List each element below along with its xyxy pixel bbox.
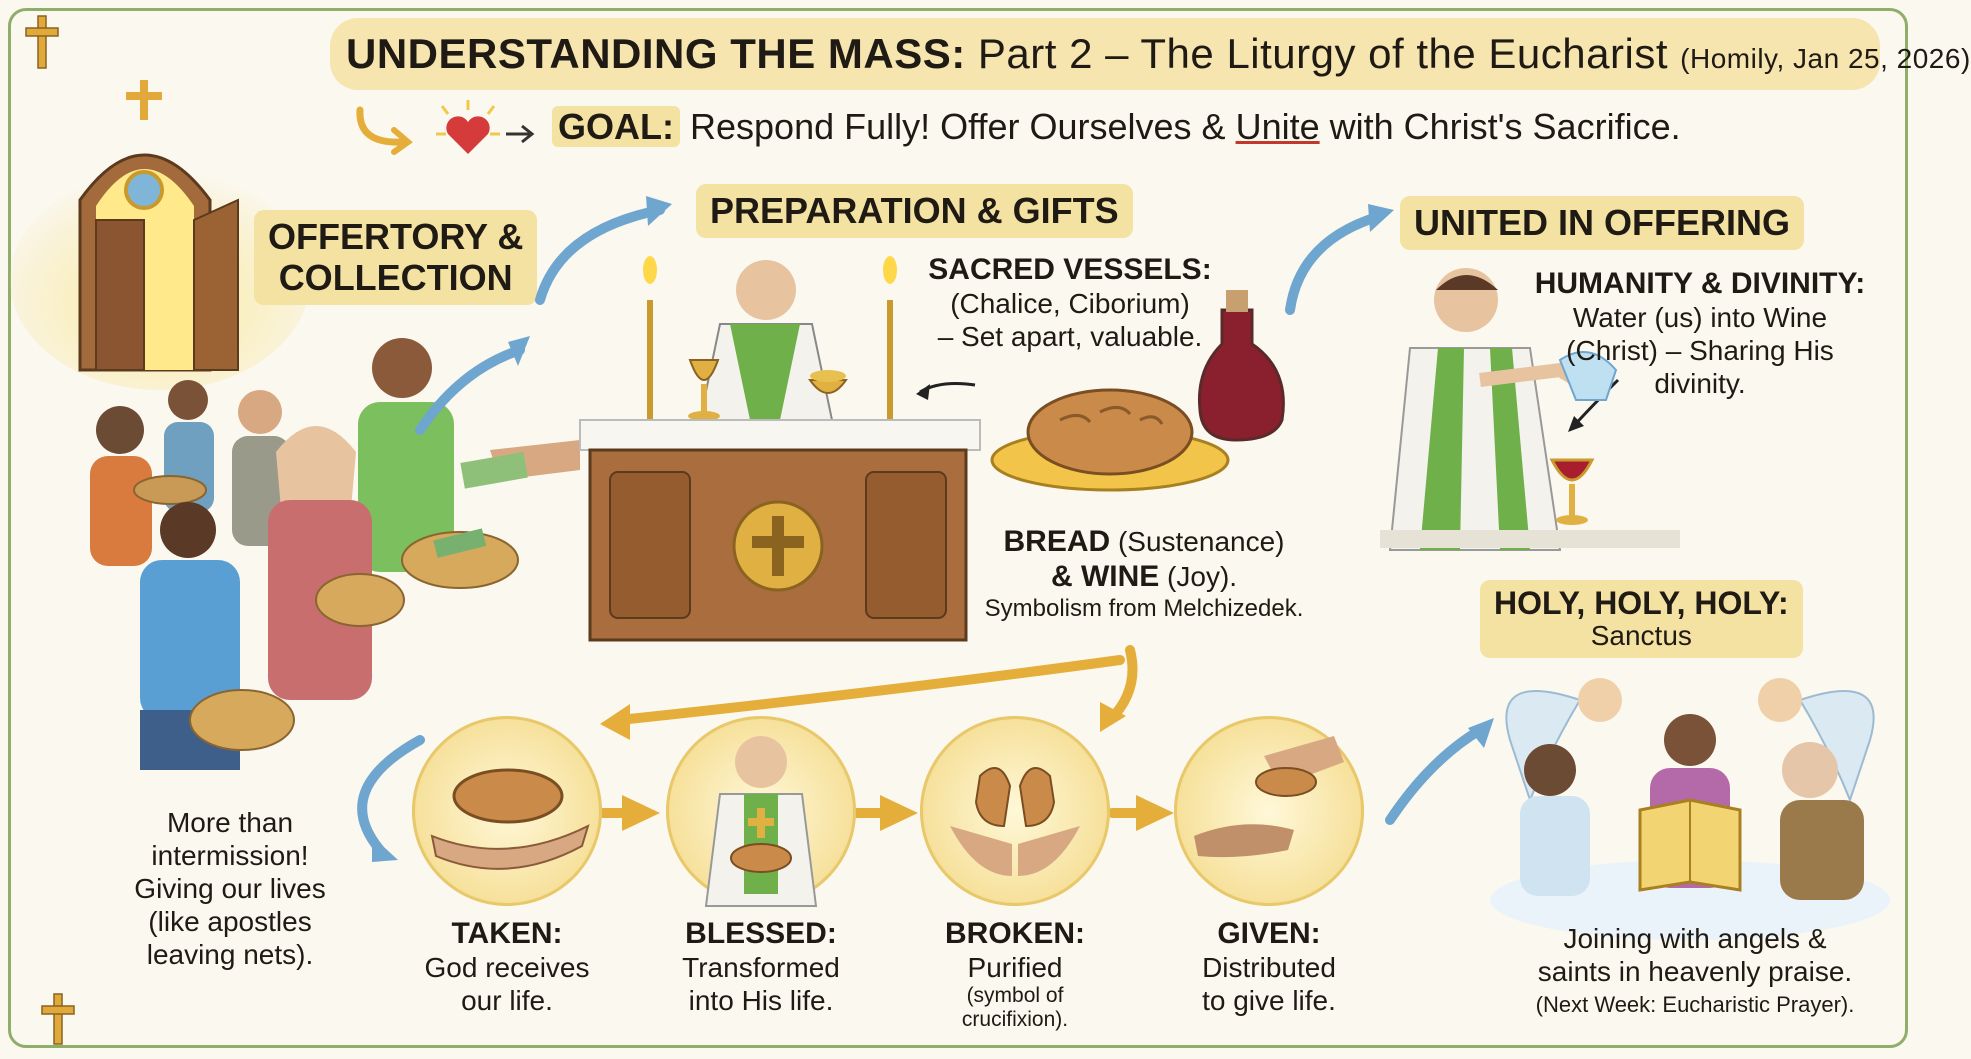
sanctus-title-text: HOLY, HOLY, HOLY: <box>1494 585 1789 621</box>
step-broken-text: BROKEN: Purified (symbol of crucifixion)… <box>912 916 1118 1031</box>
united-title: UNITED IN OFFERING <box>1400 196 1804 250</box>
united-line: Water (us) into Wine <box>1572 302 1828 334</box>
vine-border <box>8 8 1908 1048</box>
arrow-blue <box>1385 725 1485 825</box>
sanctus-line: Joining with angels & <box>1563 923 1827 954</box>
offertory-note-line: (like apostles <box>148 906 312 938</box>
arrow-blue <box>357 735 425 855</box>
flow-arrows <box>357 196 1620 862</box>
sanctus-subtitle: Sanctus <box>1590 620 1692 652</box>
vessels-note: SACRED VESSELS: (Chalice, Ciborium) – Se… <box>920 252 1220 353</box>
cross-icon <box>41 993 75 1045</box>
priest-blessing-icon <box>704 736 818 907</box>
title-main: UNDERSTANDING THE MASS: <box>346 30 966 77</box>
hands-bread-icon <box>430 768 590 870</box>
offertory-note-line: intermission! <box>151 840 309 872</box>
united-note: HUMANITY & DIVINITY: Water (us) into Win… <box>1510 266 1890 400</box>
step-line: God receives <box>424 952 590 984</box>
vessels-line: – Set apart, valuable. <box>937 321 1203 353</box>
united-line: divinity. <box>1654 368 1746 400</box>
step-head: GIVEN: <box>1217 917 1321 950</box>
bread-icon <box>1026 388 1194 476</box>
title-banner <box>330 18 1880 90</box>
arrow-gold <box>880 795 918 831</box>
step-given-text: GIVEN: Distributed to give life. <box>1166 916 1372 1017</box>
vessels-line: (Chalice, Ciborium) <box>950 288 1190 320</box>
wine-head: & WINE <box>1050 560 1160 594</box>
giving-hands-icon <box>1194 736 1344 858</box>
preparation-title-text: PREPARATION & GIFTS <box>710 190 1119 231</box>
offertory-note-line: Giving our lives <box>134 873 326 905</box>
altar-icon <box>579 256 981 642</box>
chalice-icon <box>688 359 720 381</box>
step-small-line: crucifixion). <box>961 1007 1069 1031</box>
goal-statement: GOAL: Respond Fully! Offer Ourselves & U… <box>552 106 1681 148</box>
bread-rest: (Sustenance) <box>1110 526 1285 557</box>
chalice-icon <box>1549 458 1595 482</box>
priest-pouring-illustration <box>1380 268 1680 551</box>
united-head: HUMANITY & DIVINITY: <box>1534 267 1866 300</box>
step-small-line: (symbol of <box>966 984 1064 1008</box>
step-blessed-circle <box>666 716 856 907</box>
page-title: UNDERSTANDING THE MASS: Part 2 – The Lit… <box>346 30 1971 78</box>
step-taken-text: TAKEN: God receives our life. <box>404 916 610 1017</box>
bread-head: BREAD <box>1003 525 1111 558</box>
goal-text-end: with Christ's Sacrifice. <box>1329 106 1681 147</box>
breaking-bread-icon <box>950 767 1080 876</box>
step-line: Transformed <box>682 952 840 984</box>
symbolism-line: Symbolism from Melchizedek. <box>984 594 1304 622</box>
sanctus-title: HOLY, HOLY, HOLY: Sanctus <box>1480 580 1803 658</box>
step-line: into His life. <box>688 985 834 1017</box>
goal-arrow-heart-icon <box>356 100 535 155</box>
step-broken-circle <box>920 716 1110 906</box>
step-line: Distributed <box>1202 952 1336 984</box>
step-head: BROKEN: <box>945 917 1085 950</box>
step-given-circle <box>1174 716 1364 906</box>
step-head: BLESSED: <box>685 917 837 950</box>
united-title-text: UNITED IN OFFERING <box>1414 202 1790 243</box>
wine-rest: (Joy). <box>1159 561 1238 593</box>
arrow-blue <box>1285 211 1385 315</box>
step-blessed-text: BLESSED: Transformed into His life. <box>658 916 864 1017</box>
offertory-note-line: More than <box>166 807 294 838</box>
goal-underlined: Unite <box>1235 106 1320 147</box>
sanctus-note: Joining with angels & saints in heavenly… <box>1500 922 1890 1018</box>
title-part: Part 2 – The Liturgy of the Eucharist <box>977 30 1668 77</box>
vessels-head: SACRED VESSELS: <box>928 253 1212 286</box>
step-head: TAKEN: <box>451 917 563 950</box>
arrow-blue <box>415 345 525 435</box>
bread-wine-illustration <box>990 290 1285 492</box>
preparation-title: PREPARATION & GIFTS <box>696 184 1133 238</box>
title-date: (Homily, Jan 25, 2026) <box>1680 43 1971 74</box>
arrow-gold <box>1136 795 1174 831</box>
offertory-title-line: OFFERTORY & <box>268 216 524 257</box>
angels-saints-illustration <box>1490 678 1890 940</box>
step-taken-circle <box>412 716 602 906</box>
step-line: our life. <box>461 985 553 1017</box>
offertory-note: More than intermission! Giving our lives… <box>120 806 340 971</box>
arrow-blue <box>535 205 665 305</box>
church-door-icon <box>10 80 310 390</box>
arrow-gold <box>622 795 660 831</box>
offertory-note-line: leaving nets). <box>146 939 314 971</box>
goal-keyword: GOAL: <box>552 106 680 147</box>
step-line: to give life. <box>1202 985 1336 1017</box>
wine-jug-icon <box>1197 308 1285 442</box>
united-line: (Christ) – Sharing His <box>1566 335 1834 367</box>
congregation-illustration <box>90 338 580 770</box>
next-week-note: (Next Week: Eucharistic Prayer). <box>1535 992 1855 1018</box>
cross-icon <box>25 15 59 69</box>
offertory-title: OFFERTORY & COLLECTION <box>254 210 538 305</box>
goal-text: Respond Fully! Offer Ourselves & <box>690 106 1226 147</box>
sanctus-line: saints in heavenly praise. <box>1537 956 1853 988</box>
offertory-title-line: COLLECTION <box>278 257 513 299</box>
step-line: Purified <box>967 952 1063 984</box>
bread-wine-note: BREAD (Sustenance) & WINE (Joy). Symboli… <box>954 524 1334 623</box>
